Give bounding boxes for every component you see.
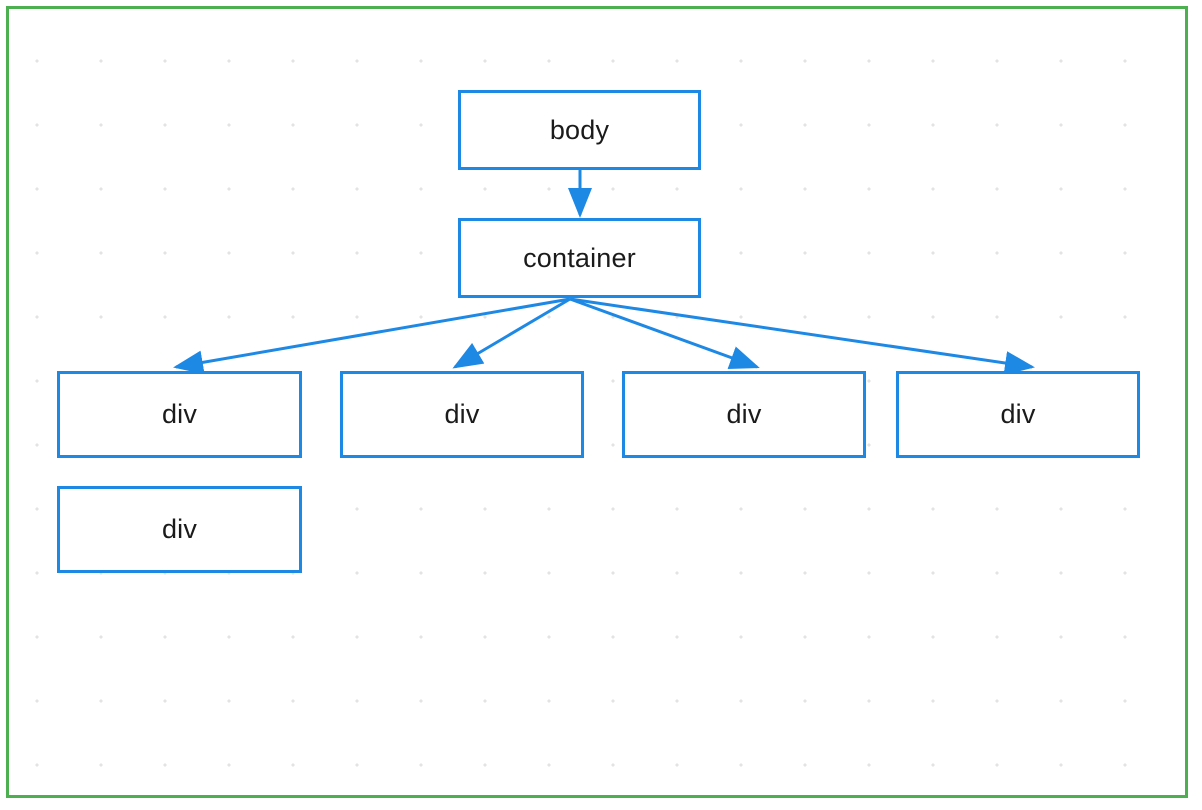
node-label: body — [549, 114, 610, 145]
node-box-div-4[interactable]: div — [896, 371, 1140, 458]
node-box-container[interactable]: container — [458, 218, 701, 298]
node-box-div-1[interactable]: div — [57, 371, 302, 458]
node-label: div — [161, 399, 198, 429]
node-box-div-2[interactable]: div — [340, 371, 584, 458]
node-box-div-5[interactable]: div — [57, 486, 302, 573]
node-box-div-3[interactable]: div — [622, 371, 866, 458]
node-label: div — [1000, 399, 1036, 429]
node-label: div — [161, 514, 198, 544]
node-box-body[interactable]: body — [458, 90, 701, 170]
node-label: container — [523, 242, 636, 273]
node-label: div — [444, 399, 480, 429]
node-label: div — [726, 399, 762, 429]
